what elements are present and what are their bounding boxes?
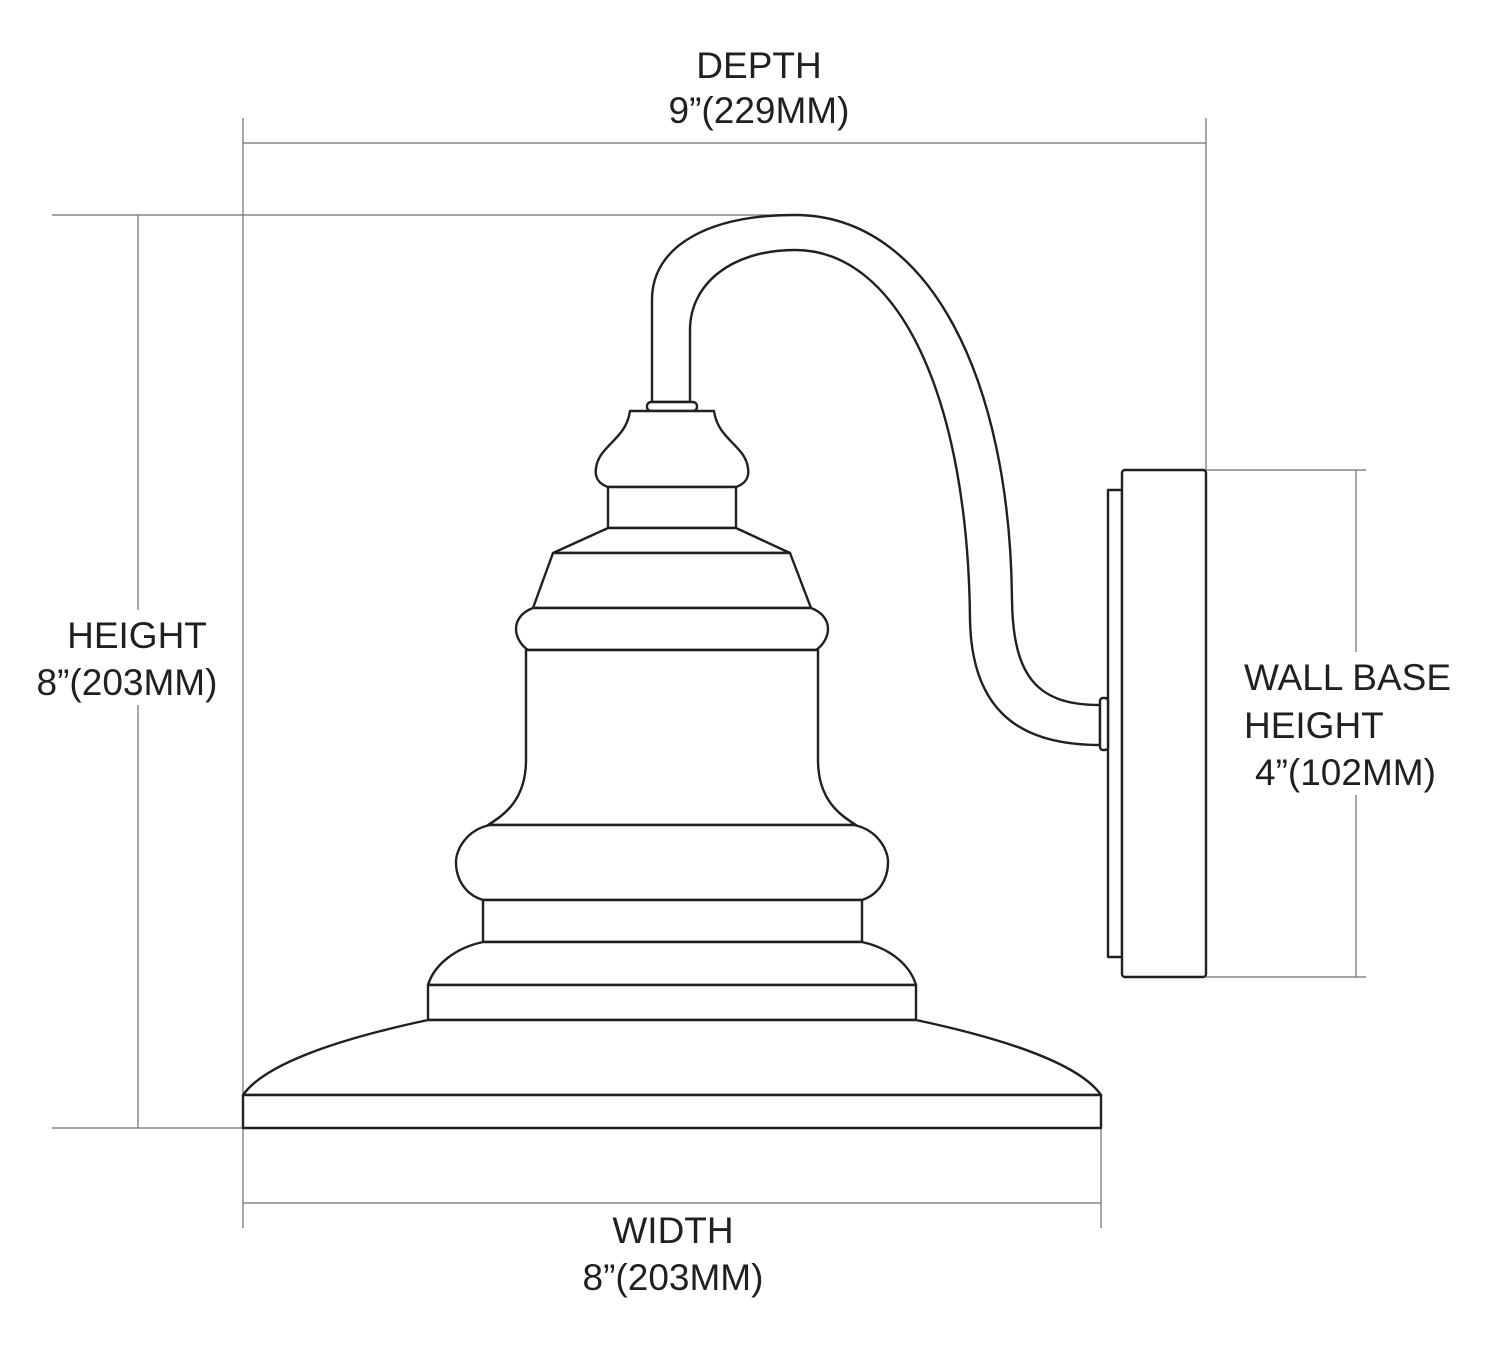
finial — [594, 409, 750, 489]
arm-connector — [1098, 696, 1110, 752]
height-value: 8”(203MM) — [37, 662, 218, 703]
lamp-body — [486, 648, 858, 827]
wall-plate — [1120, 468, 1208, 979]
width-value: 8”(203MM) — [583, 1257, 764, 1298]
depth-dimension: DEPTH 9”(229MM) — [242, 45, 1207, 1128]
shade — [241, 1018, 1103, 1097]
depth-label: DEPTH — [696, 45, 821, 86]
height-dimension: HEIGHT 8”(203MM) — [37, 214, 800, 1129]
shoulder — [426, 940, 918, 987]
cap-ring — [645, 400, 699, 413]
bulge-ring — [454, 823, 890, 902]
wall-base-label-line1: WALL BASE — [1244, 657, 1451, 698]
wall-base-dimension: WALL BASE HEIGHT 4”(102MM) — [1206, 469, 1451, 978]
width-label: WIDTH — [612, 1210, 733, 1251]
wall-backplate — [1106, 488, 1124, 959]
wall-base-value: 4”(102MM) — [1255, 752, 1436, 793]
depth-value: 9”(229MM) — [669, 90, 850, 131]
width-dimension: WIDTH 8”(203MM) — [242, 1128, 1102, 1298]
shade-rim — [241, 1093, 1103, 1130]
height-label: HEIGHT — [67, 615, 207, 656]
wall-sconce-drawing — [241, 213, 1208, 1130]
upper-ring — [514, 606, 830, 652]
wall-base-label-line2: HEIGHT — [1244, 705, 1384, 746]
